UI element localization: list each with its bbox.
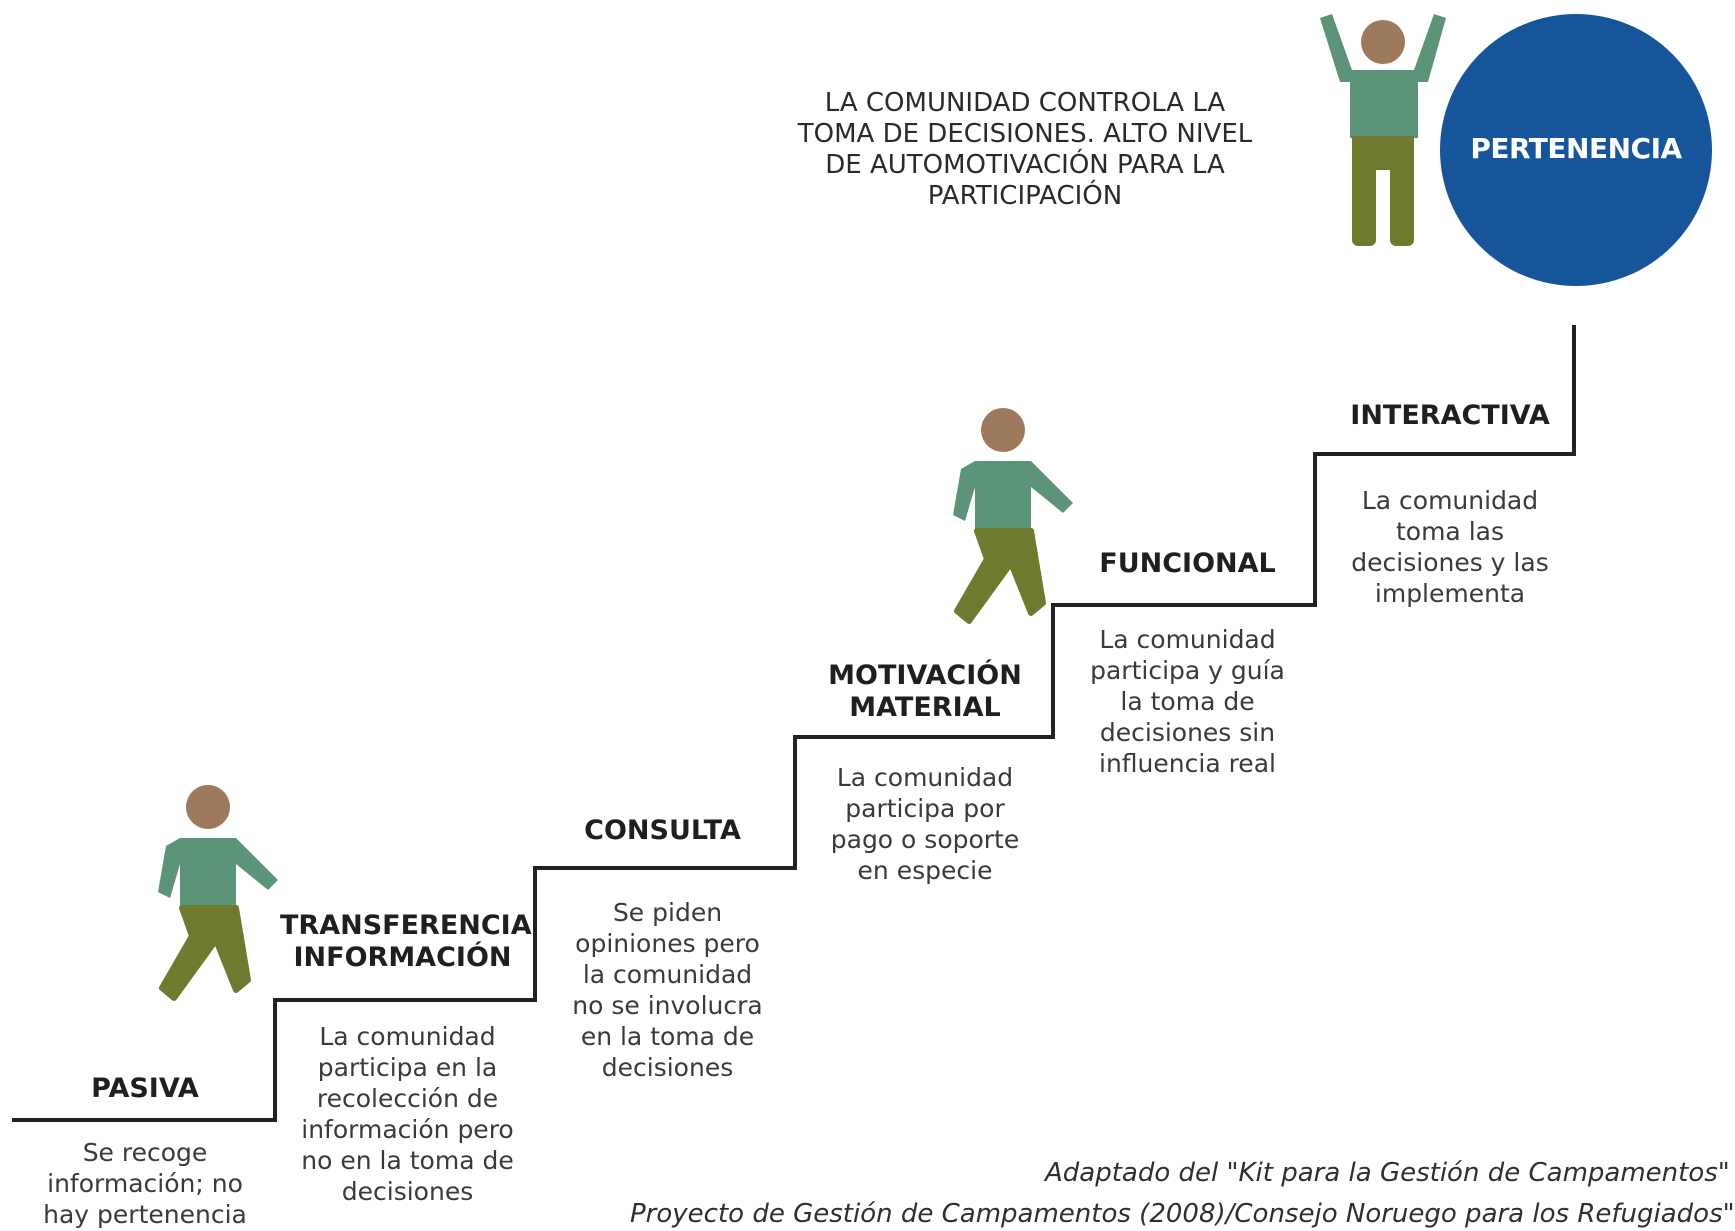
step-desc-funcional: La comunidad participa y guía la toma de… xyxy=(1090,625,1285,778)
walking-person-icon xyxy=(158,785,278,1001)
step-title-pasiva: PASIVA xyxy=(91,1073,199,1104)
step-title-funcional: FUNCIONAL xyxy=(1099,548,1276,579)
step-title-interactiva: INTERACTIVA xyxy=(1350,400,1550,431)
staircase-line xyxy=(12,325,1576,1122)
step-desc-motivacion: La comunidad participa por pago o soport… xyxy=(830,763,1020,885)
step-desc-transferencia: La comunidad participa en la recolección… xyxy=(301,1022,514,1206)
step-title-motivacion: MOTIVACIÓN MATERIAL xyxy=(828,660,1022,723)
step-desc-interactiva: La comunidad toma las decisiones y las i… xyxy=(1351,486,1549,608)
participation-staircase-diagram: LA COMUNIDAD CONTROLA LA TOMA DE DECISIO… xyxy=(12,14,1735,1229)
step-title-consulta: CONSULTA xyxy=(584,815,741,846)
pertenencia-label: PERTENENCIA xyxy=(1470,132,1682,165)
step-desc-consulta: Se piden opiniones pero la comunidad no … xyxy=(572,898,763,1082)
credit-line-2: Proyecto de Gestión de Campamentos (2008… xyxy=(630,1199,1735,1229)
pertenencia-circle xyxy=(1440,14,1712,286)
step-title-transferencia: TRANSFERENCIA INFORMACIÓN xyxy=(280,910,532,973)
top-note: LA COMUNIDAD CONTROLA LA TOMA DE DECISIO… xyxy=(797,88,1253,211)
celebrating-person-icon xyxy=(1320,14,1446,246)
walking-person-icon xyxy=(953,408,1073,624)
step-desc-pasiva: Se recoge información; no hay pertenenci… xyxy=(43,1138,247,1229)
credit-line-1: Adaptado del "Kit para la Gestión de Cam… xyxy=(1045,1158,1730,1188)
